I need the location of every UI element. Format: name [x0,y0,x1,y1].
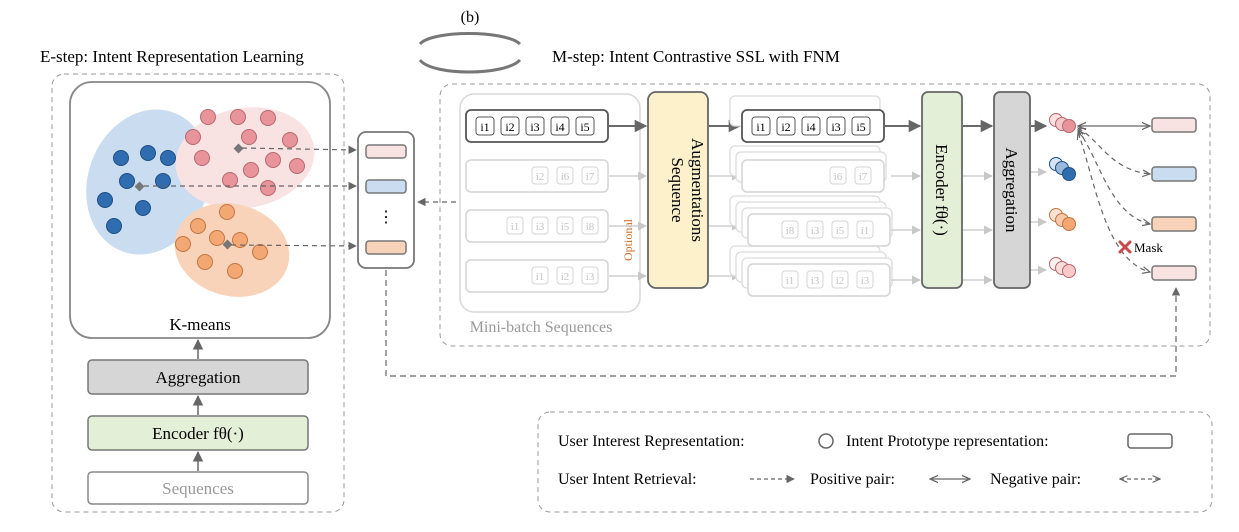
sequence-items-main: i1 i2 i3 i4 i5 [475,116,595,136]
red-cluster [175,107,315,209]
red-points [185,109,305,196]
svg-text:i7: i7 [859,171,868,183]
estep-sequences-box [87,471,309,505]
svg-text:i2: i2 [561,271,570,283]
svg-text:i7: i7 [586,171,595,183]
svg-text:i1: i1 [536,271,545,283]
cluster-centroids [134,143,244,250]
svg-text:i3: i3 [811,225,820,237]
mstep-aggregation-label: Aggregation [1002,148,1021,233]
svg-text:i8: i8 [786,225,795,237]
negative-pair-arrows [1078,128,1150,272]
legend-prototype-icon [1127,433,1173,449]
svg-text:i2: i2 [505,120,514,134]
svg-text:i3: i3 [586,271,595,283]
estep-encoder-box [87,415,309,451]
mask-label: Mask [1134,240,1163,255]
minibatch-label: Mini-batch Sequences [470,319,613,336]
svg-text:i3: i3 [811,275,820,287]
svg-text:i3: i3 [861,275,870,287]
svg-text:i1: i1 [480,120,489,134]
svg-text:i4: i4 [806,120,815,134]
target-prototype-pink [1151,265,1197,281]
em-cycle-icon [418,32,522,74]
optional-label: Optional [621,218,635,261]
svg-text:i5: i5 [561,221,570,233]
blue-cluster [86,109,210,255]
target-prototype-blue [1151,166,1197,182]
svg-text:i4: i4 [555,120,564,134]
svg-text:i1: i1 [756,120,765,134]
prototype-red [365,144,407,159]
minibatch-box [459,93,641,313]
intent-prototype-panel [357,131,415,269]
faded-encoder-arrows [891,171,921,285]
kmeans-label: K-means [169,315,230,334]
svg-text:i6: i6 [834,171,843,183]
mstep-title: M-step: Intent Contrastive SSL with FNM [552,47,840,66]
centroid-retrieval-arrows [144,145,357,251]
blue-points [97,145,176,234]
orange-points [175,204,268,279]
prototype-blue [365,179,407,194]
estep-aggregation-label: Aggregation [156,368,241,387]
legend-negative-pair: Negative pair: [990,471,1081,488]
legend-intent-prototype: Intent Prototype representation: [846,433,1049,450]
svg-text:i5: i5 [856,120,865,134]
augment-label-line1: Sequence [668,157,687,222]
svg-text:i8: i8 [586,221,595,233]
mstep-aggregation-box [993,91,1031,289]
user-rep-blue [1049,157,1076,181]
sequence-items-faded: i2 i6 i7 i1 i3 i5 i8 i1 i2 i3 [506,166,599,285]
prototype-orange [365,240,407,255]
legend-user-intent-retrieval: User Intent Retrieval: [558,471,697,488]
sequence-augmentations-box [647,91,709,289]
svg-text:i3: i3 [831,120,840,134]
target-prototype-red [1151,117,1197,133]
encoder-to-aggregation-arrows [963,119,994,285]
augmented-items-main: i1 i2 i4 i3 i5 [751,116,871,136]
user-rep-red [1049,113,1076,133]
prototype-vdots: ⋮ [378,209,394,226]
mask-cross-icon [1118,240,1132,254]
svg-text:i2: i2 [836,275,845,287]
user-rep-pink [1049,257,1076,278]
estep-aggregation-box [87,359,309,395]
augment-label-line2: Augmentations [688,138,707,242]
svg-text:i6: i6 [561,171,570,183]
svg-text:i5: i5 [580,120,589,134]
svg-text:i1: i1 [511,221,520,233]
svg-text:i1: i1 [861,225,870,237]
svg-text:i2: i2 [781,120,790,134]
svg-text:i3: i3 [536,221,545,233]
svg-text:i3: i3 [530,120,539,134]
svg-text:i5: i5 [836,225,845,237]
mstep-encoder-box [921,91,963,289]
svg-text:i2: i2 [536,171,545,183]
mstep-panel [439,83,1211,347]
target-prototype-orange [1151,216,1197,232]
legend-circle-icon [818,433,834,449]
legend-box [537,411,1213,513]
estep-title: E-step: Intent Representation Learning [40,47,304,66]
aggregation-to-rep-arrows [1031,119,1048,275]
user-rep-orange [1049,208,1076,231]
estep-encoder-label: Encoder fθ(·) [152,424,244,443]
figure-label: (b) [461,9,480,26]
mstep-encoder-label: Encoder fθ(·) [932,144,951,236]
faded-seq-arrows [609,171,647,281]
prototype-return-arrow [385,270,1181,377]
estep-sequences-label: Sequences [162,479,234,498]
augmented-items-faded: i6 i7 i8 i3 i5 i1 i1 i3 i2 i3 [781,166,874,289]
legend-user-interest: User Interest Representation: [558,433,745,450]
legend-positive-pair: Positive pair: [810,471,895,488]
svg-text:i1: i1 [786,275,795,287]
